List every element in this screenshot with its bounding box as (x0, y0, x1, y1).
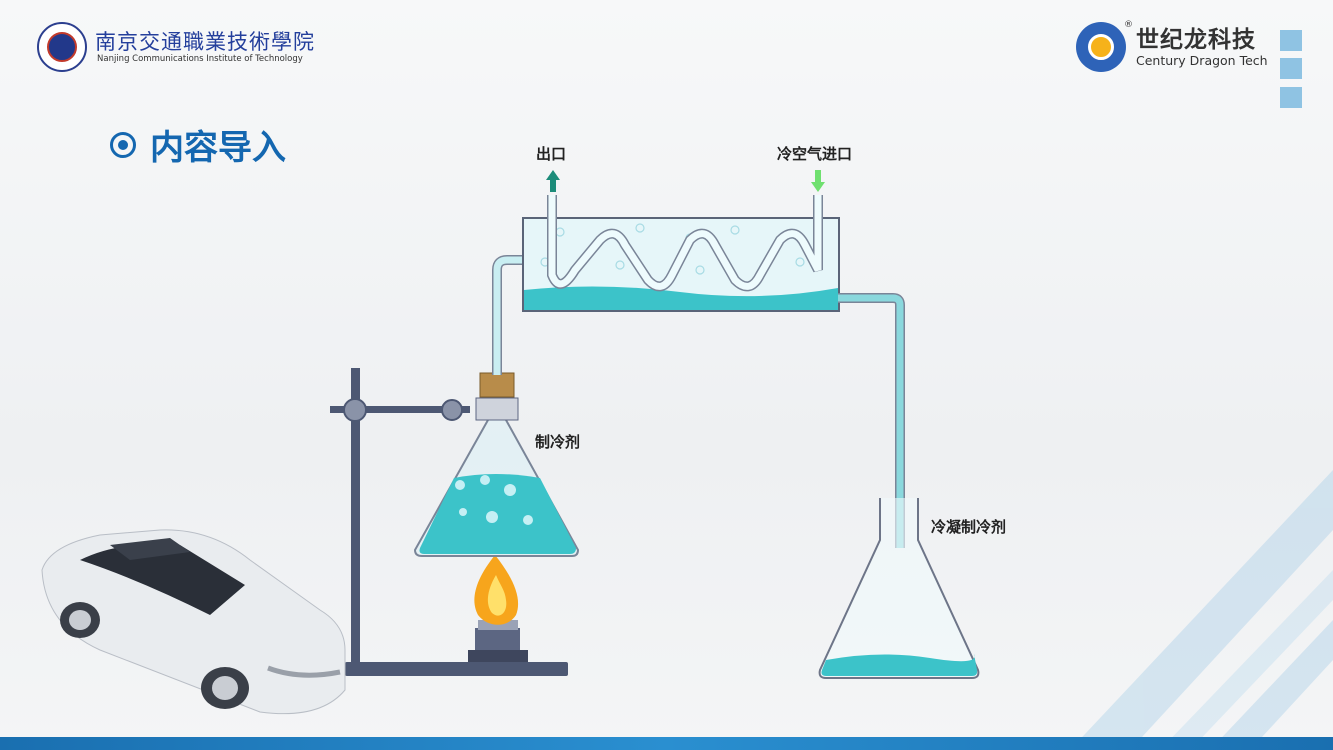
refrigerant-label: 制冷剂 (535, 433, 581, 451)
outlet-label: 出口 (536, 145, 567, 163)
alcohol-burner (468, 620, 528, 662)
school-name-cn: 南京交通職業技術學院 (95, 30, 315, 54)
school-logo: 南京交通職業技術學院 Nanjing Communications Instit… (37, 22, 315, 72)
company-name-en: Century Dragon Tech (1136, 52, 1268, 68)
dragon-logo-icon (1076, 22, 1126, 72)
condensed-refrigerant-label: 冷凝制冷剂 (931, 518, 1007, 536)
car-illustration (41, 529, 346, 715)
registered-mark: ® (1124, 20, 1133, 30)
slide-title-text: 内容导入 (150, 128, 286, 168)
receiving-flask (818, 498, 980, 679)
school-name-en: Nanjing Communications Institute of Tech… (97, 54, 303, 64)
vapor-tube (492, 255, 525, 375)
cold-air-inlet-label: 冷空气进口 (777, 145, 853, 163)
company-name-cn: 世纪龙科技 (1136, 26, 1256, 53)
lab-stand (330, 368, 568, 676)
boiling-flask (413, 372, 580, 557)
footer-bar (0, 737, 1333, 750)
deco-square (1280, 87, 1302, 108)
deco-stripes (1070, 470, 1333, 750)
inlet-arrow-icon (811, 170, 825, 192)
company-logo: 世纪龙科技 Century Dragon Tech (1076, 22, 1268, 72)
deco-square (1280, 58, 1302, 79)
deco-square (1280, 30, 1302, 51)
radio-bullet-icon (110, 131, 136, 158)
outlet-arrow-icon (546, 170, 560, 192)
slide-title: 内容导入 (110, 120, 286, 169)
school-seal-icon (37, 22, 87, 72)
